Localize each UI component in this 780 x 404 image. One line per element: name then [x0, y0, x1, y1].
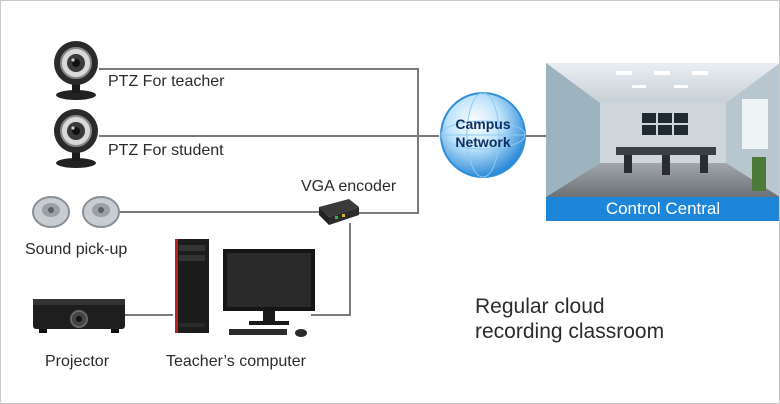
link-sound-encoder: [119, 211, 331, 213]
sound-pickup-label: Sound pick-up: [25, 241, 128, 258]
caption-line-1: Regular cloud: [475, 295, 605, 318]
link-encoder-computer-v: [349, 223, 351, 316]
control-central-room-image: [546, 63, 779, 197]
vga-encoder-icon: [319, 199, 359, 225]
ptz-student-label: PTZ For student: [108, 142, 224, 159]
link-encoder-trunk: [357, 212, 419, 214]
diagram-caption: Regular cloud recording classroom: [475, 294, 664, 344]
projector-icon: [33, 299, 125, 333]
sound-pickup-icon: [32, 196, 120, 228]
campus-network-globe-icon: Campus Network: [440, 92, 526, 178]
link-projector-computer: [125, 314, 173, 316]
link-ptz-teacher: [99, 68, 419, 70]
link-trunk-vertical: [417, 68, 419, 214]
campus-network-label-line2: Network: [455, 134, 510, 150]
link-network-control: [523, 135, 547, 137]
vga-encoder-label: VGA encoder: [301, 178, 397, 195]
control-central-label: Control Central: [546, 197, 779, 221]
ptz-teacher-camera-icon: [54, 41, 98, 100]
teacher-computer-label: Teacher’s computer: [166, 353, 306, 370]
ptz-student-camera-icon: [54, 109, 98, 168]
caption-line-2: recording classroom: [475, 320, 665, 343]
link-encoder-computer-h: [311, 314, 351, 316]
projector-label: Projector: [45, 353, 110, 370]
ptz-teacher-label: PTZ For teacher: [108, 73, 225, 90]
teacher-computer-icon: [175, 239, 315, 337]
link-ptz-student: [99, 135, 439, 137]
campus-network-label-line1: Campus: [455, 116, 510, 132]
